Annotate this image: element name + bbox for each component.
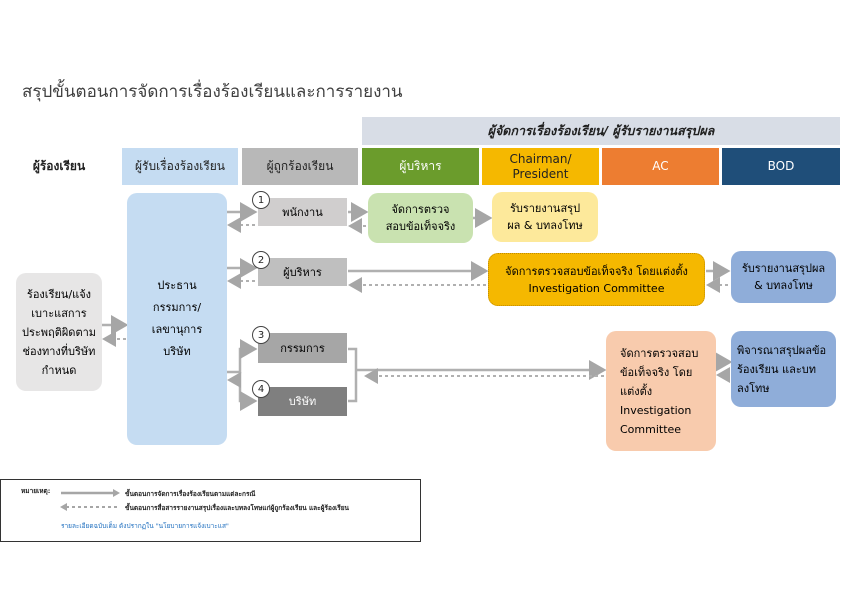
legend-label: หมายเหตุ:: [21, 487, 51, 495]
exec-investigate-box: จัดการตรวจสอบข้อเท็จจริง: [368, 193, 473, 243]
accused-company: บริษัท: [258, 387, 347, 416]
header-ac: AC: [602, 148, 719, 185]
page-title: สรุปขั้นตอนการจัดการเรื่องร้องเรียนและกา…: [22, 82, 403, 102]
bod-consider-box: พิจารณาสรุปผลข้อร้องเรียน และบทลงโทษ: [731, 331, 836, 407]
legend-note: รายละเอียดฉบับเต็ม ดังปรากฏใน "นโยบายการ…: [61, 522, 229, 530]
ac-investigate-box: จัดการตรวจสอบข้อเท็จจริง โดยแต่งตั้ง Inv…: [606, 331, 716, 451]
legend-dotted-text: ขั้นตอนการสื่อสารรายงานสรุปเรื่องและบทลง…: [125, 504, 350, 512]
bracket-director-company: [348, 347, 358, 403]
legend-box: หมายเหตุ: ขั้นตอนการจัดการเรื่องร้องเรีย…: [0, 479, 421, 542]
chair-investigate-box: จัดการตรวจสอบข้อเท็จจริง โดยแต่งตั้ง Inv…: [488, 253, 705, 306]
step-3-badge: 3: [252, 326, 270, 344]
bod-report-box: รับรายงานสรุปผล & บทลงโทษ: [731, 251, 836, 303]
legend-line-samples: [60, 489, 120, 511]
legend-solid-arrowhead: [113, 489, 120, 497]
complainant-box: ร้องเรียน/แจ้งเบาะแสการประพฤติผิดตามช่อง…: [16, 273, 102, 391]
header-receiver: ผู้รับเรื่องร้องเรียน: [122, 148, 238, 185]
receiver-box: ประธานกรรมการ/ เลขานุการบริษัท: [127, 193, 227, 445]
step-1-badge: 1: [252, 191, 270, 209]
chair-report-box: รับรายงานสรุปผล & บทลงโทษ: [492, 192, 598, 242]
handler-banner: ผู้จัดการเรื่องร้องเรียน/ ผู้รับรายงานสร…: [362, 117, 840, 145]
arrow-to-director: [227, 339, 258, 374]
header-executive: ผู้บริหาร: [362, 148, 479, 185]
legend-solid-text: ขั้นตอนการจัดการเรื่องร้องเรียนตามแต่ละก…: [125, 490, 256, 498]
legend-dotted-arrowhead: [60, 503, 67, 511]
step-2-badge: 2: [252, 251, 270, 269]
header-bod: BOD: [722, 148, 840, 185]
accused-executive: ผู้บริหาร: [258, 258, 347, 286]
header-chairman: Chairman/ President: [482, 148, 599, 185]
step-4-badge: 4: [252, 380, 270, 398]
accused-director: กรรมการ: [258, 333, 347, 363]
header-complainant: ผู้ร้องเรียน: [32, 159, 86, 173]
header-accused: ผู้ถูกร้องเรียน: [242, 148, 358, 185]
accused-employee: พนักงาน: [258, 198, 347, 226]
